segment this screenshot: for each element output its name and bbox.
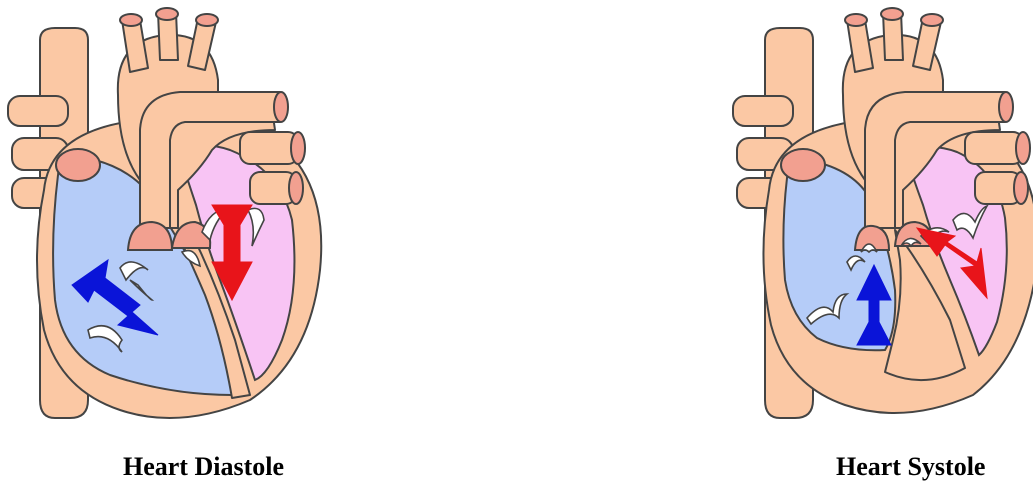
pulmonary-vein-right-1-end	[291, 132, 305, 164]
aortic-branch-2-end	[881, 8, 903, 20]
caption-heart-systole: Heart Systole	[836, 452, 985, 482]
vena-cava-opening	[56, 149, 100, 181]
vena-cava-opening	[781, 149, 825, 181]
pulmonary-vein-stub-1	[8, 96, 68, 126]
caption-heart-diastole: Heart Diastole	[123, 452, 284, 482]
aortic-branch-3-end	[921, 14, 943, 26]
pulmonary-vein-right-1	[240, 132, 298, 164]
pulmonary-vein-right-1	[965, 132, 1023, 164]
pulmonary-vein-right-1-end	[1016, 132, 1030, 164]
heart-diastole-diagram	[0, 0, 330, 430]
pulmonary-vein-stub-1	[733, 96, 793, 126]
aortic-branch-2-end	[156, 8, 178, 20]
pulmonary-vein-right-2-end	[1014, 172, 1028, 204]
pulmonary-artery-end	[999, 92, 1013, 122]
aortic-branch-1-end	[845, 14, 867, 26]
pulmonary-vein-right-2-end	[289, 172, 303, 204]
heart-systole-diagram	[725, 0, 1033, 430]
aortic-branch-1-end	[120, 14, 142, 26]
pulmonary-artery-end	[274, 92, 288, 122]
aortic-branch-3-end	[196, 14, 218, 26]
